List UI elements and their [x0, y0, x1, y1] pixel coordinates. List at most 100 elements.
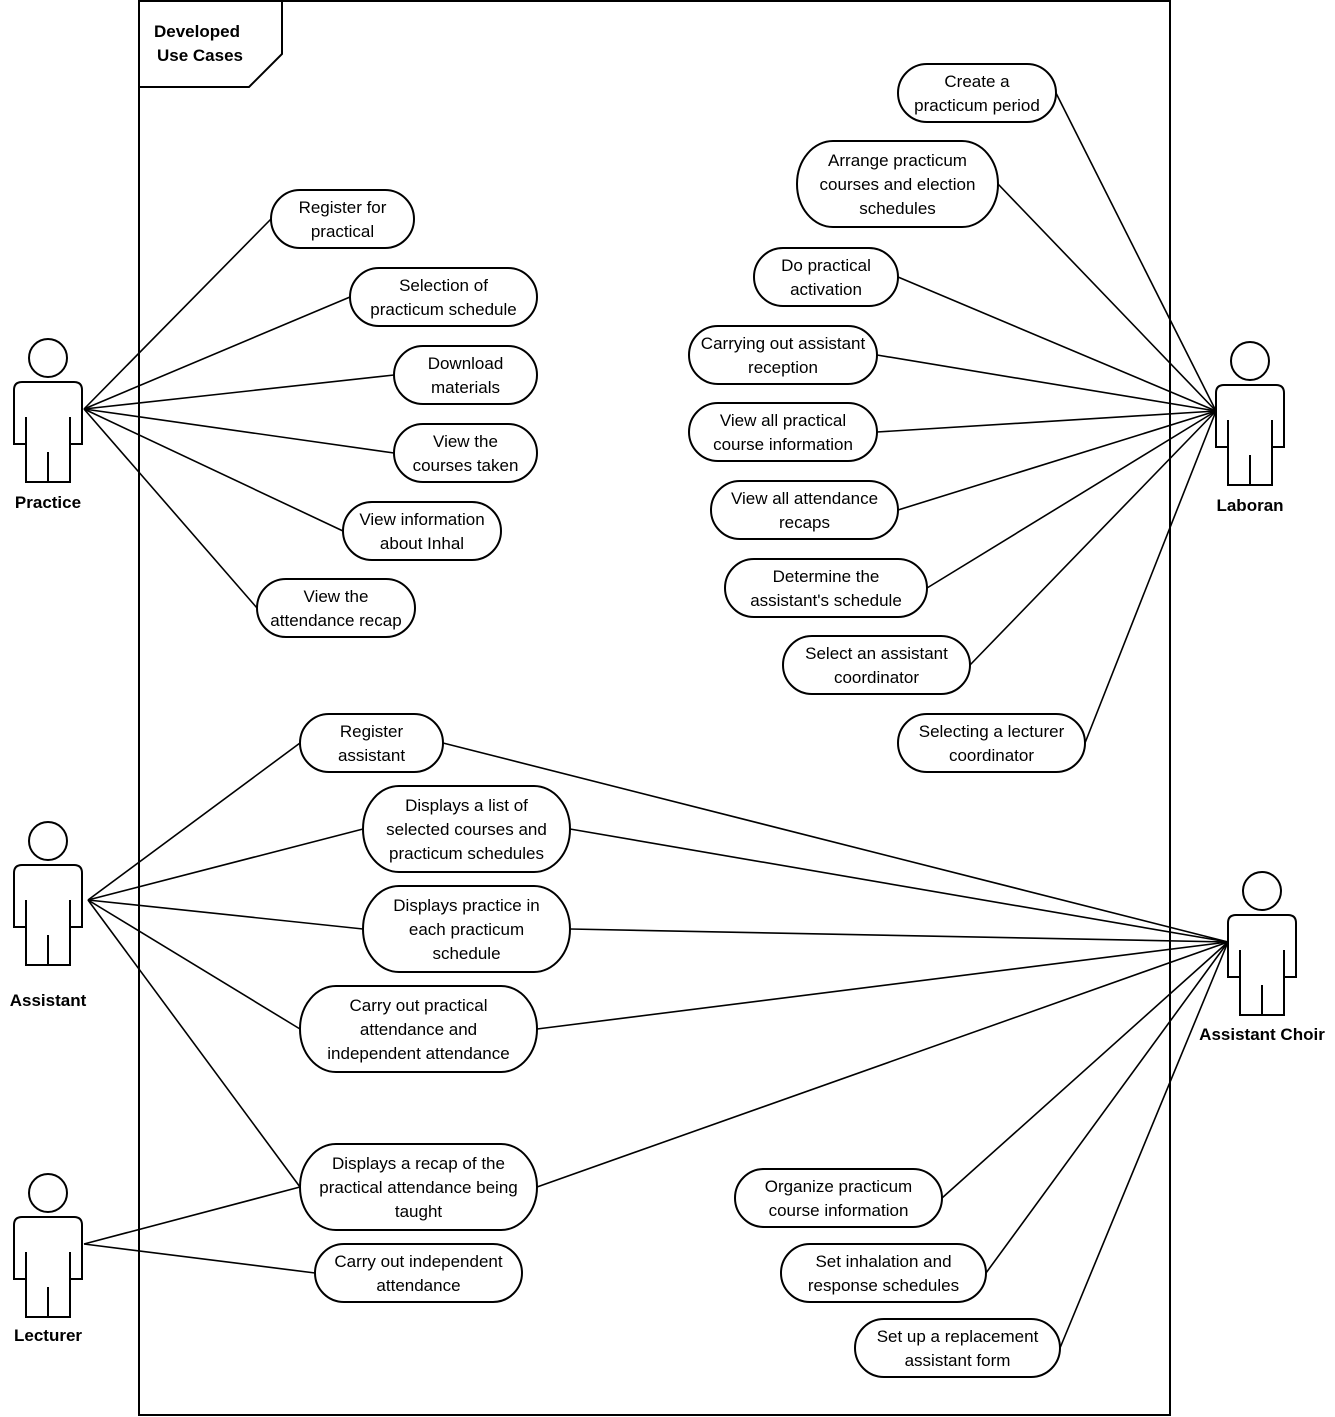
association-laboran-create-period — [1055, 92, 1217, 412]
association-practice-selection-schedule — [83, 296, 351, 410]
association-assistant-choir-register-assistant — [442, 742, 1229, 943]
use-case-label-line: View the — [433, 432, 498, 451]
system-title-line-1: Developed — [154, 22, 240, 41]
use-case-oval — [734, 1168, 943, 1228]
association-assistant-choir-display-selected-courses — [569, 828, 1229, 943]
association-lecturer-display-recap-taught — [83, 1186, 301, 1245]
use-case-oval — [724, 558, 928, 618]
use-case-oval — [362, 785, 571, 873]
use-case-oval — [362, 885, 571, 973]
use-case-label-line: Displays a recap of the — [332, 1154, 505, 1173]
use-case-label-line: schedule — [432, 944, 500, 963]
use-case-oval — [299, 713, 444, 773]
use-case-oval — [342, 501, 502, 561]
use-case-label-line: activation — [790, 280, 862, 299]
use-case-label-line: Selection of — [399, 276, 488, 295]
use-case-label-line: selected courses and — [386, 820, 547, 839]
use-case-oval — [780, 1243, 987, 1303]
association-assistant-register-assistant — [87, 742, 301, 901]
use-case-select-asst-coord: Select an assistant coordinator — [782, 635, 971, 695]
use-case-create-period: Create a practicum period — [897, 63, 1057, 123]
use-case-label-line: practical — [311, 222, 374, 241]
association-assistant-display-selected-courses — [87, 828, 364, 901]
use-case-label-line: Displays a list of — [405, 796, 528, 815]
actor-stick-figure-icon — [13, 338, 83, 483]
actors: PracticeAssistantLecturerLaboranAssistan… — [10, 338, 1325, 1345]
use-case-view-all-recaps: View all attendance recaps — [710, 480, 899, 540]
use-case-register-practical: Register for practical — [270, 189, 415, 249]
use-case-label-line: View all attendance — [731, 489, 878, 508]
use-case-oval — [710, 480, 899, 540]
actor-label: Lecturer — [14, 1326, 82, 1345]
use-case-label-line: coordinator — [834, 668, 919, 687]
association-practice-download-materials — [83, 374, 395, 410]
association-practice-register-practical — [83, 218, 272, 410]
actor-label: Assistant Choir — [1199, 1025, 1325, 1044]
association-laboran-select-lect-coord — [1084, 410, 1217, 744]
use-case-label-line: each practicum — [409, 920, 524, 939]
use-case-label-line: Carry out independent — [334, 1252, 503, 1271]
use-case-oval — [854, 1318, 1061, 1378]
actor-assistant-choir: Assistant Choir — [1199, 871, 1325, 1044]
system-boundary: Developed Use Cases — [138, 0, 1171, 1416]
use-case-oval — [796, 140, 999, 228]
association-assistant-carry-out-attendance — [87, 899, 301, 1030]
association-assistant-choir-set-replacement-form — [1059, 941, 1229, 1349]
frame-label-tab — [138, 0, 283, 88]
use-case-label-line: recaps — [779, 513, 830, 532]
association-laboran-arrange-courses — [997, 183, 1217, 412]
use-case-label-line: Set inhalation and — [815, 1252, 951, 1271]
association-practice-view-info-inhal — [83, 408, 344, 532]
use-case-label-line: about Inhal — [380, 534, 464, 553]
use-case-label-line: Set up a replacement — [877, 1327, 1039, 1346]
use-case-label-line: Register — [340, 722, 404, 741]
actor-label: Practice — [15, 493, 81, 512]
use-case-oval — [270, 189, 415, 249]
association-laboran-select-asst-coord — [969, 410, 1217, 666]
use-case-oval — [393, 423, 538, 483]
use-case-display-recap-taught: Displays a recap of the practical attenda… — [299, 1143, 538, 1231]
association-laboran-do-activation — [897, 276, 1217, 412]
use-case-label-line: coordinator — [949, 746, 1034, 765]
use-case-label-line: attendance — [376, 1276, 460, 1295]
association-laboran-view-all-course-info — [876, 410, 1217, 433]
use-case-label-line: Register for — [299, 198, 387, 217]
use-case-oval — [897, 63, 1057, 123]
use-case-oval — [753, 247, 899, 307]
association-assistant-choir-organize-course-info — [941, 941, 1229, 1199]
use-case-label-line: assistant's schedule — [750, 591, 902, 610]
association-assistant-choir-set-inhalation — [985, 941, 1229, 1274]
use-case-label-line: Create a — [944, 72, 1010, 91]
use-case-carry-out-independent: Carry out independent attendance — [314, 1243, 523, 1303]
use-case-oval — [299, 985, 538, 1073]
system-title-line-2: Use Cases — [157, 46, 243, 65]
use-case-oval — [299, 1143, 538, 1231]
association-laboran-assistant-reception — [876, 354, 1217, 412]
use-case-label-line: practical attendance being — [319, 1178, 517, 1197]
use-case-do-activation: Do practical activation — [753, 247, 899, 307]
use-case-label-line: practicum period — [914, 96, 1040, 115]
actor-stick-figure-icon — [1227, 871, 1297, 1016]
use-case-label-line: course information — [713, 435, 853, 454]
association-assistant-display-practice — [87, 899, 364, 930]
association-lines — [83, 92, 1229, 1349]
use-case-label-line: Download — [428, 354, 504, 373]
use-case-label-line: Do practical — [781, 256, 871, 275]
actor-lecturer: Lecturer — [13, 1173, 83, 1345]
use-case-label-line: Select an assistant — [805, 644, 948, 663]
association-laboran-view-all-recaps — [897, 410, 1217, 511]
